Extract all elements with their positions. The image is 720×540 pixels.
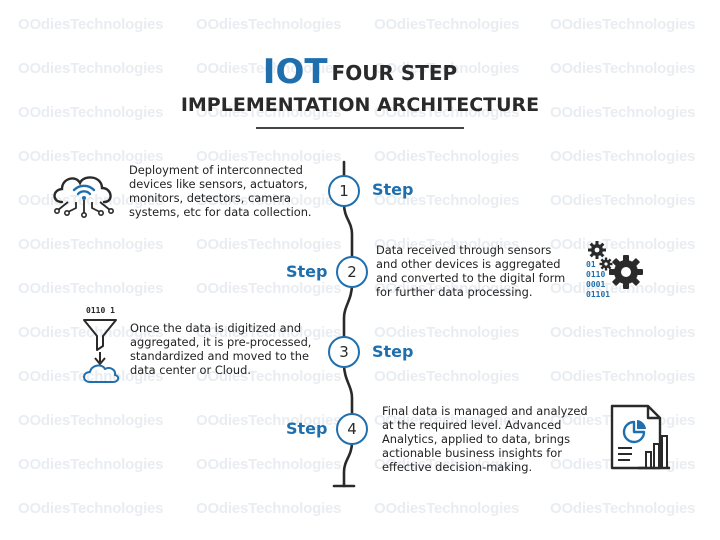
- step-1-desc-line: monitors, detectors, camera: [129, 191, 292, 205]
- step-4-desc-line: Final data is managed and analyzed: [382, 404, 588, 418]
- title-highlight: IOT: [262, 52, 328, 92]
- step-1-circle: 1: [328, 175, 360, 207]
- step-1-desc-line: devices like sensors, actuators,: [129, 177, 308, 191]
- step-3-desc-line: aggregated, it is pre-processed,: [130, 335, 312, 349]
- step-3-desc-line: data center or Cloud.: [130, 363, 251, 377]
- step-4-desc-line: actionable business insights for: [382, 446, 562, 460]
- step-4-label: Step: [286, 419, 328, 438]
- step-2-desc-line: Data received through sensors: [376, 243, 552, 257]
- step-2-label: Step: [286, 262, 328, 281]
- analytics-report-icon: [610, 404, 670, 470]
- step-1-desc-line: Deployment of interconnected: [129, 163, 303, 177]
- binary-text: 01101: [586, 290, 611, 299]
- binary-text: 0110: [586, 270, 606, 279]
- step-1-desc-line: systems, etc for data collection.: [129, 205, 312, 219]
- step-4-desc-line: Analytics, applied to data, brings: [382, 432, 571, 446]
- step-3-desc-line: standardized and moved to the: [130, 349, 309, 363]
- step-2-desc-line: for further data processing.: [376, 285, 533, 299]
- binary-text: 0001: [586, 280, 606, 289]
- binary-gears-icon: 01 0110 0001 01101: [584, 240, 648, 302]
- page-subtitle: IMPLEMENTATION ARCHITECTURE: [180, 94, 540, 116]
- binary-text: 01: [586, 260, 596, 269]
- funnel-icon: [83, 319, 120, 383]
- step-2-description: Data received through sensors and other …: [376, 243, 565, 299]
- step-4-desc-line: effective decision-making.: [382, 460, 533, 474]
- step-3-label: Step: [372, 342, 414, 361]
- title-underline: [256, 127, 464, 129]
- step-3-description: Once the data is digitized and aggregate…: [130, 321, 311, 377]
- wifi-cloud-network-icon: [53, 176, 114, 218]
- step-2-desc-line: and other devices is aggregated: [376, 257, 561, 271]
- step-4-description: Final data is managed and analyzed at th…: [382, 404, 588, 474]
- gear-icon: [588, 241, 643, 289]
- title-line1-rest: FOUR STEP: [331, 61, 458, 85]
- step-3-circle: 3: [328, 336, 360, 368]
- step-4-desc-line: at the required level. Advanced: [382, 418, 562, 432]
- step-3-desc-line: Once the data is digitized and: [130, 321, 302, 335]
- step-4-circle: 4: [336, 413, 368, 445]
- binary-text: 0110 1: [86, 306, 115, 315]
- step-2-circle: 2: [336, 256, 368, 288]
- step-1-description: Deployment of interconnected devices lik…: [129, 163, 312, 219]
- filter-to-cloud-icon: 0110 1: [80, 306, 120, 386]
- step-2-desc-line: and converted to the digital form: [376, 271, 566, 285]
- step-1-label: Step: [372, 180, 414, 199]
